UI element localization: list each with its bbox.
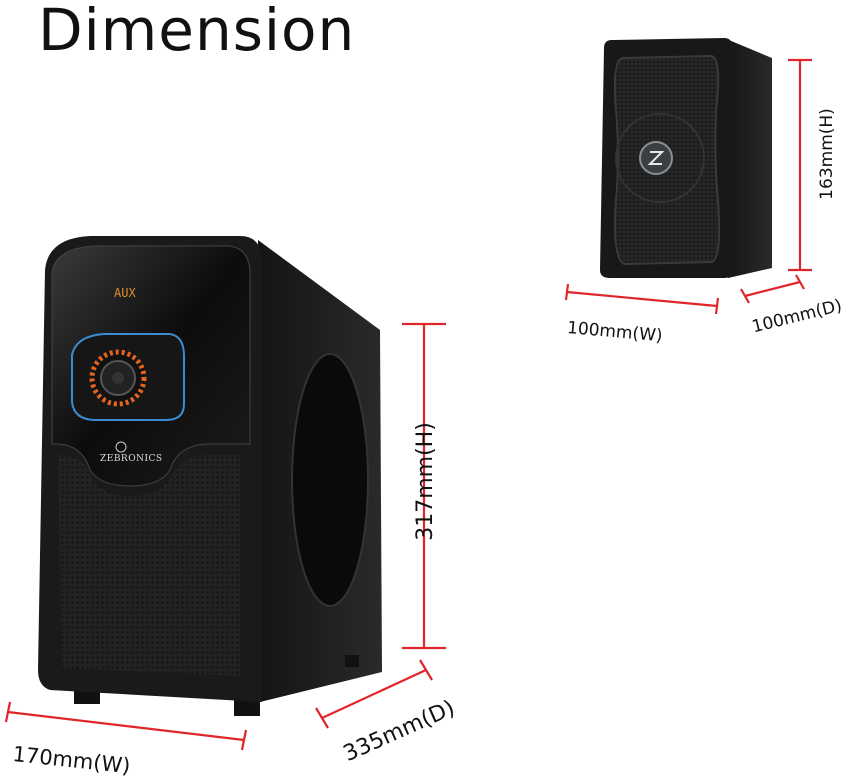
satellite-width-line <box>566 290 718 308</box>
volume-knob-center <box>112 372 124 384</box>
subwoofer-mesh-grille <box>58 455 240 676</box>
satellite-side-panel <box>724 38 772 278</box>
side-woofer <box>291 353 369 607</box>
satellite-speaker <box>600 38 772 278</box>
display-readout: AUX <box>114 286 136 300</box>
brand-label: ZEBRONICS <box>100 454 163 464</box>
subwoofer-foot <box>345 655 359 667</box>
subwoofer-foot <box>234 698 260 716</box>
satellite-height-label: 163mm(H) <box>816 108 837 200</box>
subwoofer-height-label: 317mm(H) <box>412 422 438 541</box>
satellite-driver-ring <box>615 113 705 203</box>
subwoofer-width-line <box>7 710 245 742</box>
subwoofer <box>38 236 382 716</box>
page-title: Dimension <box>38 0 356 64</box>
satellite-depth-line <box>744 280 801 298</box>
dimension-lines <box>4 58 812 751</box>
subwoofer-depth-line <box>321 669 427 719</box>
brand-logo-icon <box>115 441 127 453</box>
